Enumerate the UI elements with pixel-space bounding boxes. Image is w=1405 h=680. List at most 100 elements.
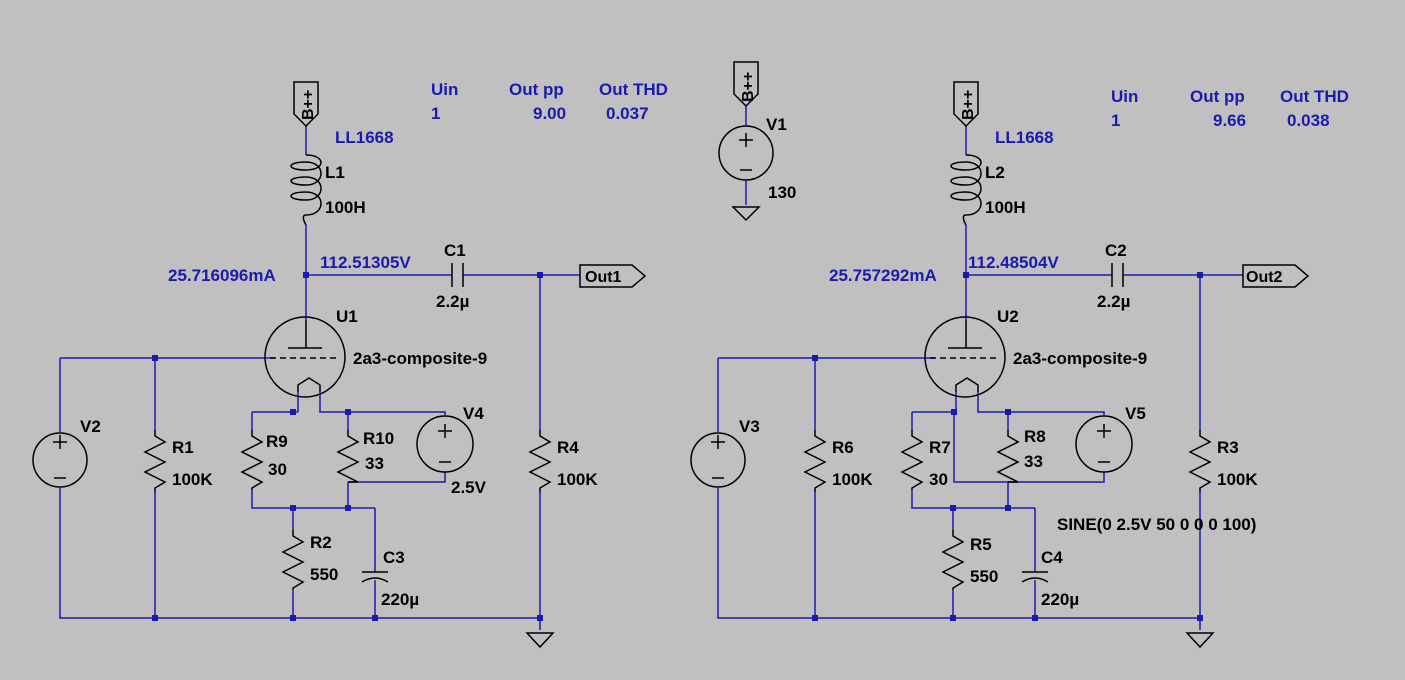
stage-1-ground	[525, 632, 555, 649]
stage-1-bypass-cap: C3 220µ	[361, 548, 419, 609]
stage-1-filament-resistor-a: R9 30	[240, 430, 288, 490]
stage-2-r-fil-a-ref: R7	[929, 438, 951, 457]
stage-2-r-load-value: 100K	[1217, 470, 1258, 489]
stage-1-r-bias-value: 550	[310, 565, 338, 584]
stage-1-filament-resistor-b: R10 33	[336, 429, 394, 483]
stage-1-fil-source-ref: V4	[463, 404, 484, 423]
svg-text:0.038: 0.038	[1287, 111, 1330, 130]
stage-2-filament-resistor-b: R8 33	[996, 427, 1046, 483]
stage-2-fil-source-ref: V5	[1125, 404, 1146, 423]
stage-2-bypass-cap: C4 220µ	[1021, 548, 1079, 609]
stage-1-c-bypass-value: 220µ	[381, 590, 419, 609]
stage-1-tube-u1: U1 2a3-composite-9	[264, 307, 487, 398]
stage-2-choke-value: 100H	[985, 198, 1026, 217]
stage-2-bias-resistor: R5 550	[941, 530, 998, 590]
stage-1-choke-ref: L1	[325, 163, 345, 182]
stage-2-load-resistor: R3 100K	[1188, 430, 1258, 492]
stage-1-choke-model: LL1668	[335, 128, 394, 147]
stage-1-r-grid-ref: R1	[172, 438, 194, 457]
stage-1-c-bypass-ref: C3	[383, 548, 405, 567]
stage-2-wires	[717, 125, 1243, 630]
stage-2-ground	[1185, 632, 1215, 649]
stage-1-plate-voltage: 112.51305V	[320, 253, 411, 272]
svg-text:B++: B++	[300, 90, 317, 120]
stage-2-c-bypass-ref: C4	[1041, 548, 1063, 567]
svg-text:Out2: Out2	[1246, 269, 1283, 286]
stage-2-r-grid-ref: R6	[832, 438, 854, 457]
stage-1: B++ LL1668 L1 100H C1 2.2µ Out1 25.71609…	[32, 80, 668, 649]
stage-1-source-ref: V2	[80, 417, 101, 436]
stage-1-choke-l1: LL1668 L1 100H	[290, 128, 394, 226]
stage-2: B++ LL1668 L2 100H C2 2.2µ Out2 25.75729…	[690, 81, 1349, 649]
stage-2-plate-current: 25.757292mA	[829, 266, 937, 285]
stage-1-r-load-ref: R4	[557, 438, 579, 457]
svg-text:Uin: Uin	[431, 80, 458, 99]
stage-2-junctions	[812, 272, 1203, 621]
stage-2-r-fil-a-value: 30	[929, 470, 948, 489]
stage-2-choke-l2: LL1668 L2 100H	[950, 128, 1054, 226]
stage-1-junctions	[152, 272, 543, 621]
stage-1-r-fil-a-ref: R9	[266, 432, 288, 451]
svg-text:Out pp: Out pp	[509, 80, 564, 99]
stage-2-r-load-ref: R3	[1217, 438, 1239, 457]
stage-1-choke-value: 100H	[325, 198, 366, 217]
stage-1-r-fil-a-value: 30	[268, 460, 287, 479]
svg-text:Out pp: Out pp	[1190, 87, 1245, 106]
stage-1-r-fil-b-ref: R10	[363, 429, 394, 448]
stage-2-input-source: V3	[690, 417, 760, 488]
supply-ref: V1	[766, 115, 787, 134]
stage-2-r-fil-b-ref: R8	[1024, 427, 1046, 446]
stage-2-filament-resistor-a: R7 30	[900, 430, 951, 490]
svg-text:B++: B++	[960, 90, 977, 120]
svg-text:0.037: 0.037	[606, 104, 649, 123]
svg-text:Out THD: Out THD	[1280, 87, 1349, 106]
svg-text:1: 1	[431, 104, 440, 123]
stage-2-coupling-cap: C2 2.2µ	[1097, 241, 1130, 311]
stage-1-r-grid-value: 100K	[172, 470, 213, 489]
stage-1-bias-resistor: R2 550	[281, 530, 338, 590]
stage-2-choke-ref: L2	[985, 163, 1005, 182]
supply-source: B++ V1 130	[718, 61, 796, 222]
stage-1-output-flag: Out1	[579, 264, 647, 288]
stage-1-results: Uin Out pp Out THD 1 9.00 0.037	[431, 80, 668, 123]
stage-2-r-bias-value: 550	[970, 567, 998, 586]
svg-text:Uin: Uin	[1111, 87, 1138, 106]
stage-2-results: Uin Out pp Out THD 1 9.66 0.038	[1111, 87, 1349, 130]
svg-text:1: 1	[1111, 111, 1120, 130]
svg-text:Out THD: Out THD	[599, 80, 668, 99]
stage-1-tube-ref: U1	[336, 307, 358, 326]
stage-2-bpp-flag: B++	[953, 81, 979, 128]
stage-1-input-source: V2	[32, 417, 101, 488]
stage-2-plate-voltage: 112.48504V	[968, 253, 1059, 272]
svg-text:9.66: 9.66	[1213, 111, 1246, 130]
stage-2-tube-ref: U2	[997, 307, 1019, 326]
stage-1-load-resistor: R4 100K	[528, 430, 598, 492]
svg-text:Out1: Out1	[585, 269, 622, 286]
stage-2-c-bypass-value: 220µ	[1041, 590, 1079, 609]
stage-2-source-ref: V3	[739, 417, 760, 436]
stage-1-tube-model: 2a3-composite-9	[353, 349, 487, 368]
svg-text:B++: B++	[740, 72, 757, 102]
stage-1-bpp-flag: B++	[293, 81, 319, 128]
stage-2-cap-ref: C2	[1105, 241, 1127, 260]
stage-1-grid-resistor: R1 100K	[143, 430, 213, 492]
stage-2-fil-source-value: SINE(0 2.5V 50 0 0 0 100)	[1057, 515, 1256, 534]
stage-1-plate-current: 25.716096mA	[168, 266, 276, 285]
stage-2-r-fil-b-value: 33	[1024, 452, 1043, 471]
stage-1-filament-source: V4 2.5V	[416, 404, 487, 497]
stage-2-output-flag: Out2	[1242, 264, 1310, 288]
stage-1-r-load-value: 100K	[557, 470, 598, 489]
stage-1-r-bias-ref: R2	[310, 533, 332, 552]
stage-2-tube-u2: U2 2a3-composite-9	[924, 307, 1147, 398]
stage-1-coupling-cap: C1 2.2µ	[436, 241, 469, 311]
svg-text:9.00: 9.00	[533, 104, 566, 123]
stage-1-fil-source-value: 2.5V	[451, 478, 487, 497]
stage-1-r-fil-b-value: 33	[365, 454, 384, 473]
stage-2-choke-model: LL1668	[995, 128, 1054, 147]
stage-2-filament-source: V5 SINE(0 2.5V 50 0 0 0 100)	[1057, 404, 1256, 534]
stage-2-r-grid-value: 100K	[832, 470, 873, 489]
stage-2-cap-value: 2.2µ	[1097, 292, 1130, 311]
stage-1-cap-ref: C1	[444, 241, 466, 260]
stage-1-cap-value: 2.2µ	[436, 292, 469, 311]
